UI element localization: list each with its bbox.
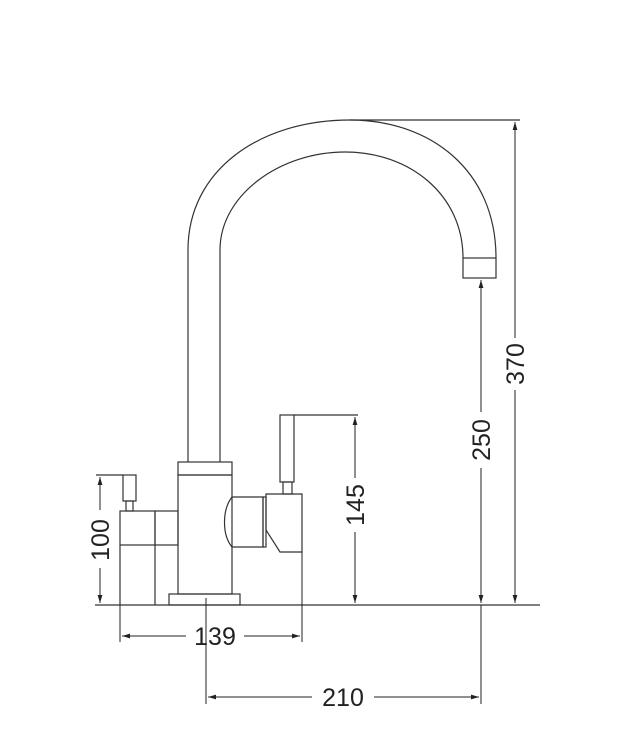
dimension-label-210: 210 [322,684,364,712]
dimension-370: 370 [502,122,530,603]
dimension-label-370: 370 [502,343,530,385]
dimension-210: 210 [208,684,479,712]
spout-outer [187,119,497,462]
dimension-250: 250 [468,280,496,603]
base-plate [168,593,241,606]
dimension-label-100: 100 [87,519,115,561]
right-handle-body [265,493,303,553]
right-lever-stem [282,481,293,495]
dimension-label-145: 145 [342,484,370,526]
left-handle-block [119,510,156,546]
extension-lines [119,552,482,704]
left-connector [154,510,179,546]
spout-inner [219,151,464,462]
left-knob [122,474,137,502]
dimension-label-139: 139 [194,623,236,651]
spout-nozzle [462,257,497,279]
dimension-100: 100 [87,477,115,603]
body [177,474,233,595]
faucet-outline [95,119,540,704]
dimension-label-250: 250 [468,419,496,461]
dimension-139: 139 [122,623,300,651]
dimension-145: 145 [342,417,370,603]
left-knob-stem [125,500,134,512]
left-handle-base [119,545,156,605]
right-dome [223,496,264,548]
body-cap [177,461,233,476]
right-lever [279,414,295,483]
